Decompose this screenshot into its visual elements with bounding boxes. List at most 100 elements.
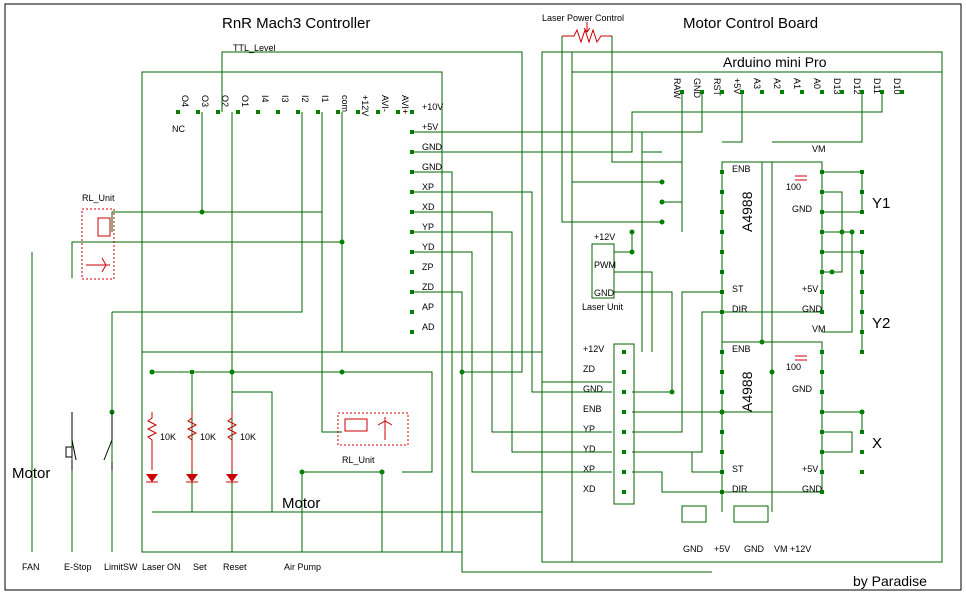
laser-power-title: Laser Power Control — [542, 13, 624, 23]
controller-pin-dot-5 — [276, 110, 280, 114]
a4988-vm-2: VM — [812, 324, 826, 334]
controller-pin-dot-1 — [196, 110, 200, 114]
junction-dot-13 — [629, 249, 635, 255]
bottom-label-5: Reset — [223, 562, 247, 572]
a4988-cap-1: 100 — [786, 182, 801, 192]
controller-pin-4: I4 — [260, 95, 270, 103]
controller-pin-7: I1 — [320, 95, 330, 103]
controller-right-pin-6: YP — [422, 222, 434, 232]
controller-right-pin-4: XP — [422, 182, 434, 192]
board-connector-pin-2: GND — [583, 384, 604, 394]
power-jumper-1 — [681, 505, 707, 523]
controller-right-pin-3: GND — [422, 162, 443, 172]
controller-pin-dot-2 — [216, 110, 220, 114]
junction-dot-20 — [849, 229, 855, 235]
resistor-value-2: 10K — [240, 432, 256, 442]
a4988-gnd-1: GND — [792, 204, 813, 214]
controller-right-pin-2: GND — [422, 142, 443, 152]
controller-right-dot-0 — [410, 110, 414, 114]
controller-right-pin-10: AP — [422, 302, 434, 312]
a4988-dir-1: DIR — [732, 304, 748, 314]
controller-pin-dot-4 — [256, 110, 260, 114]
bottom-label-4: Set — [193, 562, 207, 572]
limit-switch — [103, 412, 113, 470]
controller-right-pin-5: XD — [422, 202, 435, 212]
a4988-gnd-2: GND — [792, 384, 813, 394]
junction-dot-5 — [339, 369, 345, 375]
motor-pin-dot-12 — [860, 450, 864, 454]
arduino-pin-dot-5 — [780, 90, 784, 94]
arduino-pin-9: D12 — [852, 78, 862, 95]
junction-dot-7 — [299, 469, 305, 475]
junction-dot-17 — [769, 369, 775, 375]
board-connector-pin-7: XD — [583, 484, 596, 494]
laser-unit-pin-2: GND — [594, 288, 615, 298]
arduino-pin-dot-2 — [720, 90, 724, 94]
arduino-title: Arduino mini Pro — [723, 54, 827, 70]
a4988-right-dot-2-0 — [820, 350, 824, 354]
a4988-cap-2: 100 — [786, 362, 801, 372]
relay-unit-right: RL_Unit — [337, 412, 409, 465]
controller-pin-dot-9 — [356, 110, 360, 114]
controller-right-pin-11: AD — [422, 322, 435, 332]
board-connector-dot-7 — [622, 490, 626, 494]
junction-dot-1 — [339, 239, 345, 245]
board-connector-dot-4 — [622, 430, 626, 434]
board-connector-pin-5: YD — [583, 444, 596, 454]
bottom-power-gnd-1: GND — [683, 544, 704, 554]
arduino-pin-10: D11 — [872, 78, 882, 94]
junction-dot-18 — [829, 269, 835, 275]
a4988-enb-2: ENB — [732, 344, 751, 354]
arduino-pin-7: A0 — [812, 78, 822, 89]
a4988-drivers: A4988ENBSTDIRVMGND+5VGND100A4988ENBSTDIR… — [720, 144, 826, 494]
resistor-value-1: 10K — [200, 432, 216, 442]
junction-dot-11 — [659, 219, 665, 225]
arduino-pin-dot-7 — [820, 90, 824, 94]
axis-label-y2: Y2 — [872, 315, 890, 332]
controller-pin-dot-7 — [316, 110, 320, 114]
controller-nc-label: NC — [172, 124, 185, 134]
a4988-right-dot-2-6 — [820, 470, 824, 474]
controller-pin-dot-11 — [396, 110, 400, 114]
controller-right-dot-8 — [410, 270, 414, 274]
controller-pin-dot-10 — [376, 110, 380, 114]
arduino-pin-dot-8 — [840, 90, 844, 94]
board-connector-dot-0 — [622, 350, 626, 354]
board-connector-dot-1 — [622, 370, 626, 374]
controller-pin-6: I2 — [300, 95, 310, 103]
relay-label-right: RL_Unit — [342, 455, 375, 465]
motor-pin-dot-13 — [860, 470, 864, 474]
resistor-led-1: 10K — [186, 370, 216, 483]
board-connector-dot-5 — [622, 450, 626, 454]
controller-pin-10: AVI- — [380, 95, 390, 112]
axis-label-y1: Y1 — [872, 195, 890, 212]
board-connector-pin-0: +12V — [583, 344, 604, 354]
controller-pin-dot-6 — [296, 110, 300, 114]
laser-unit-label: Laser Unit — [582, 302, 624, 312]
outer-frame — [4, 3, 962, 591]
board-connector-pin-6: XP — [583, 464, 595, 474]
resistor-value-0: 10K — [160, 432, 176, 442]
motor-label-fan: Motor — [12, 465, 50, 482]
controller-pin-5: I3 — [280, 95, 290, 103]
junction-dot-19 — [839, 229, 845, 235]
controller-right-pin-0: +10V — [422, 102, 443, 112]
a4988-gnd-bottom-1: GND — [802, 304, 823, 314]
controller-pin-dot-0 — [176, 110, 180, 114]
a4988-right-dot-1-7 — [820, 310, 824, 314]
controller-pin-8: com — [340, 95, 350, 112]
controller-pin-1: O3 — [200, 95, 210, 107]
resistor-dot-0 — [150, 370, 154, 374]
motor-label-pump: Motor — [282, 495, 320, 512]
bottom-label-1: E-Stop — [64, 562, 92, 572]
laser-unit-pin-1: PWM — [594, 260, 616, 270]
arduino-pin-dot-11 — [900, 90, 904, 94]
a4988-5v-1: +5V — [802, 284, 818, 294]
laser-unit-pin-0: +12V — [594, 232, 615, 242]
controller-pin-0: O4 — [180, 95, 190, 107]
junction-dot-9 — [659, 179, 665, 185]
